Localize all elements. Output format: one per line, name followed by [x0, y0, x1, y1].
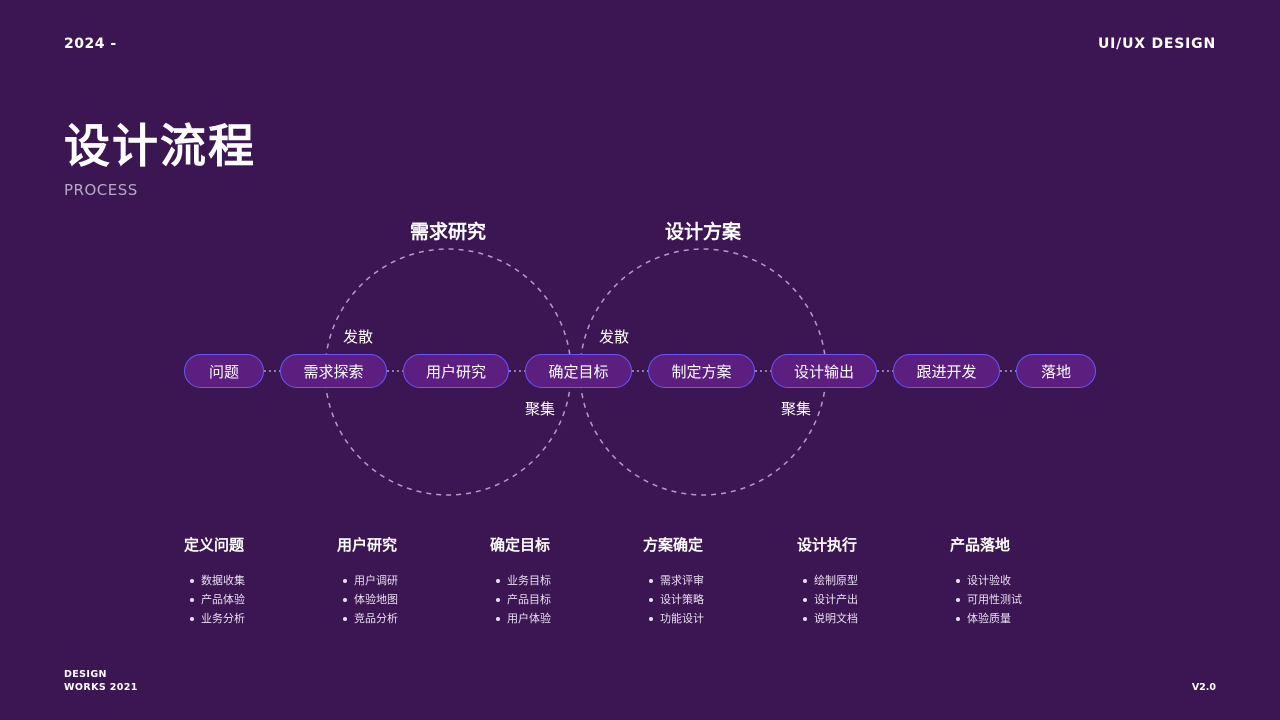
list-item: 可用性测试 [956, 590, 1090, 609]
list-item-label: 绘制原型 [814, 574, 858, 587]
column-list: 用户调研 体验地图 竞品分析 [337, 571, 477, 628]
detail-column: 设计执行 绘制原型 设计产出 说明文档 [797, 534, 937, 628]
list-item-label: 可用性测试 [967, 593, 1022, 606]
bullet-icon [803, 597, 807, 602]
detail-column: 确定目标 业务目标 产品目标 用户体验 [490, 534, 630, 628]
list-item: 用户体验 [496, 609, 630, 628]
detail-column: 定义问题 数据收集 产品体验 业务分析 [184, 534, 324, 628]
step-pill: 落地 [1016, 354, 1096, 388]
list-item: 体验地图 [343, 590, 477, 609]
list-item: 业务目标 [496, 571, 630, 590]
column-title: 确定目标 [490, 536, 551, 554]
list-item-label: 产品体验 [201, 593, 245, 606]
list-item: 绘制原型 [803, 571, 937, 590]
step-pill: 用户研究 [403, 354, 509, 388]
list-item: 产品目标 [496, 590, 630, 609]
bullet-icon [649, 578, 653, 583]
bullet-icon [803, 578, 807, 583]
bullet-icon [649, 616, 653, 621]
step-pill: 跟进开发 [893, 354, 1000, 388]
version-label: V2.0 [1191, 682, 1216, 693]
list-item: 设计策略 [649, 590, 783, 609]
list-item-label: 业务目标 [507, 574, 551, 587]
step-pill: 确定目标 [525, 354, 632, 388]
column-list: 业务目标 产品目标 用户体验 [490, 571, 630, 628]
list-item-label: 功能设计 [660, 612, 704, 625]
list-item-label: 体验地图 [354, 593, 398, 606]
column-list: 绘制原型 设计产出 说明文档 [797, 571, 937, 628]
page-title: 设计流程 [64, 119, 256, 173]
list-item-label: 产品目标 [507, 593, 551, 606]
bullet-icon [956, 616, 960, 621]
bullet-icon [190, 616, 194, 621]
detail-column: 产品落地 设计验收 可用性测试 体验质量 [950, 534, 1090, 628]
list-item: 设计验收 [956, 571, 1090, 590]
bullet-icon [803, 616, 807, 621]
phase-title-research: 需求研究 [410, 220, 486, 243]
list-item-label: 设计验收 [967, 574, 1011, 587]
list-item-label: 竞品分析 [354, 612, 398, 625]
page-subtitle: PROCESS [64, 181, 138, 199]
footer-brand: DESIGN WORKS 2021 [64, 668, 138, 694]
list-item: 体验质量 [956, 609, 1090, 628]
bullet-icon [190, 578, 194, 583]
detail-column: 用户研究 用户调研 体验地图 竞品分析 [337, 534, 477, 628]
step-pill: 制定方案 [648, 354, 755, 388]
phase-title-solution: 设计方案 [665, 220, 742, 243]
column-list: 需求评审 设计策略 功能设计 [643, 571, 783, 628]
bullet-icon [190, 597, 194, 602]
column-title: 定义问题 [184, 536, 245, 554]
column-title: 方案确定 [643, 536, 704, 554]
column-list: 设计验收 可用性测试 体验质量 [950, 571, 1090, 628]
diverge-label-solution: 发散 [599, 328, 629, 346]
converge-label-solution: 聚集 [781, 400, 811, 418]
bullet-icon [649, 597, 653, 602]
diverge-label-research: 发散 [343, 328, 373, 346]
list-item: 产品体验 [190, 590, 324, 609]
bullet-icon [956, 597, 960, 602]
detail-column: 方案确定 需求评审 设计策略 功能设计 [643, 534, 783, 628]
list-item-label: 数据收集 [201, 574, 245, 587]
brand-label: UI/UX DESIGN [1097, 36, 1216, 52]
bullet-icon [496, 578, 500, 583]
bullet-icon [956, 578, 960, 583]
list-item-label: 需求评审 [660, 574, 704, 587]
step-pill: 设计输出 [771, 354, 877, 388]
footer-line: WORKS 2021 [64, 682, 138, 693]
year-label: 2024 - [64, 36, 117, 52]
bullet-icon [496, 616, 500, 621]
converge-label-research: 聚集 [525, 400, 555, 418]
list-item: 功能设计 [649, 609, 783, 628]
step-pill: 问题 [184, 354, 264, 388]
column-title: 用户研究 [337, 536, 398, 554]
column-title: 设计执行 [797, 536, 858, 554]
step-pill: 需求探索 [280, 354, 387, 388]
bullet-icon [343, 578, 347, 583]
footer-line: DESIGN [64, 669, 107, 680]
list-item: 用户调研 [343, 571, 477, 590]
list-item: 竞品分析 [343, 609, 477, 628]
list-item: 说明文档 [803, 609, 937, 628]
bullet-icon [496, 597, 500, 602]
list-item-label: 设计产出 [814, 593, 858, 606]
bullet-icon [343, 616, 347, 621]
column-list: 数据收集 产品体验 业务分析 [184, 571, 324, 628]
list-item-label: 体验质量 [967, 612, 1011, 625]
column-title: 产品落地 [950, 536, 1011, 554]
list-item-label: 说明文档 [814, 612, 858, 625]
list-item: 设计产出 [803, 590, 937, 609]
list-item: 数据收集 [190, 571, 324, 590]
list-item: 需求评审 [649, 571, 783, 590]
list-item-label: 用户体验 [507, 612, 551, 625]
list-item: 业务分析 [190, 609, 324, 628]
list-item-label: 用户调研 [354, 574, 398, 587]
list-item-label: 设计策略 [660, 593, 704, 606]
bullet-icon [343, 597, 347, 602]
list-item-label: 业务分析 [201, 612, 245, 625]
